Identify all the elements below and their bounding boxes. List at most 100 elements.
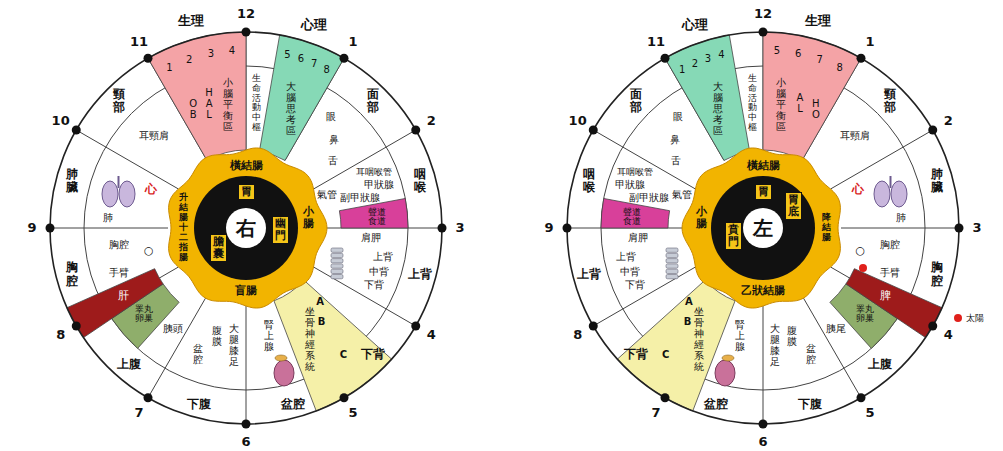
organ-text: 大腿膝足	[229, 323, 239, 367]
organ-text: 胸腔	[109, 239, 129, 251]
zone-cell: 肺	[103, 212, 113, 224]
zone-cell: 副甲狀腺	[629, 192, 669, 204]
region-label: 生理	[178, 14, 204, 29]
heart-label: 心	[145, 183, 157, 197]
band-letters: HAL	[204, 87, 214, 120]
organ-text: 眼	[326, 111, 336, 123]
organ-text: 耳咽喉管	[617, 167, 653, 177]
organ-text: 耳咽喉管	[356, 167, 392, 177]
clock-dot	[759, 420, 768, 429]
intestine-blob: 橫結腸小腸盲腸升結腸十二指腸右胃幽門膽囊	[166, 148, 326, 308]
clock-number: 10	[52, 114, 70, 129]
organ-text: 橫結腸	[747, 160, 780, 173]
zone-band	[665, 35, 750, 161]
organ-text: 小腸	[303, 206, 314, 230]
clock-number: 9	[544, 221, 553, 236]
organ-box: 胃	[238, 184, 255, 201]
clock-number: 3	[972, 221, 981, 236]
organ-text: 乙狀結腸	[741, 285, 785, 298]
zone-cell: 甲狀腺	[364, 179, 394, 191]
zone-cell: 小腦平衡區	[223, 77, 233, 132]
organ-text: 聲道 食道	[367, 208, 386, 227]
zone-cell: 大腦思考區	[713, 81, 723, 136]
clock-dot	[928, 126, 937, 135]
zone-cell: 氣管	[317, 189, 337, 201]
organ-text: 中背	[369, 266, 389, 278]
zone-band	[339, 198, 408, 228]
region-label: 頸部	[884, 88, 896, 114]
zone-cell: 胸腔	[109, 239, 129, 251]
region-label: 下背	[361, 348, 385, 362]
region-label: 頸部	[113, 88, 125, 114]
organ-text: 右	[236, 218, 256, 238]
clock-dot	[72, 126, 81, 135]
clock-dot	[144, 54, 153, 63]
band-number: 2	[692, 58, 698, 70]
band-letters: OB	[188, 98, 198, 120]
organ-text: 肺	[103, 212, 113, 224]
organ-text: 幽門	[275, 218, 286, 242]
sun-label: 太陽	[966, 313, 984, 323]
organ-box: 幽門	[272, 216, 289, 244]
zone-cell: 睪丸 卵巢	[134, 305, 153, 324]
clock-dot	[661, 393, 670, 402]
organ-text: 下背	[625, 279, 645, 291]
region-label: 咽喉	[583, 168, 595, 194]
band-number: 5	[284, 49, 290, 61]
zone-cell: 耳頸肩	[840, 130, 870, 142]
zone-cell: 中背	[369, 266, 389, 278]
clock-number: 8	[56, 328, 65, 343]
red-dot	[859, 264, 867, 272]
vertebra	[666, 259, 678, 263]
zone-band	[67, 269, 163, 338]
region-label: 肺臟	[931, 168, 943, 194]
organ-text: 耳頸肩	[139, 130, 169, 142]
region-label: 上腹	[117, 358, 141, 372]
vertebra	[331, 264, 343, 268]
organ-text: 中背	[620, 266, 640, 278]
clock-dot	[46, 224, 55, 233]
side-circle: 左	[743, 208, 783, 248]
clock-number: 7	[134, 406, 143, 421]
zone-cell: 腹膜	[787, 325, 797, 347]
outer-ring	[50, 32, 442, 424]
zone-cell: 耳咽喉管	[617, 167, 653, 177]
adrenal	[275, 355, 287, 361]
organ-text: 脾	[880, 290, 891, 303]
organ-text: 生命活動中樞	[748, 74, 757, 133]
region-label: 盆腔	[281, 398, 305, 412]
clock-number: 9	[27, 221, 36, 236]
zone-cell: 胸腔	[880, 239, 900, 251]
zone-cell: 舌	[328, 155, 338, 167]
region-label: 下腹	[798, 398, 822, 412]
lung	[891, 181, 907, 207]
band-number: 2	[186, 54, 192, 66]
organ-text: 生命活動中樞	[252, 74, 261, 133]
organ-box: 膽囊	[210, 234, 227, 262]
zone-band	[617, 280, 735, 411]
trachea	[890, 176, 892, 188]
organ-text: 降結腸	[822, 213, 831, 243]
kidney	[274, 360, 294, 386]
clock-dot	[340, 393, 349, 402]
organ-text: 大腿膝足	[770, 323, 780, 367]
organ-text: 盲腸	[235, 285, 257, 298]
clock-dot	[661, 54, 670, 63]
organ-text: 腎上腺	[264, 319, 274, 352]
organ-text: 上背	[373, 251, 393, 263]
organ-text: 副甲狀腺	[340, 192, 380, 204]
zone-cell: 生命活動中樞	[252, 74, 261, 133]
organ-text: 睪丸 卵巢	[134, 305, 153, 324]
organ-text: 甲狀腺	[615, 179, 645, 191]
stomach-ring	[711, 176, 815, 280]
zone-cell: 坐骨神經系統	[694, 306, 704, 372]
clock-dot	[242, 28, 251, 37]
organ-text: 胃底	[788, 194, 799, 218]
clock-dot	[72, 322, 81, 331]
section-letter: A	[316, 296, 324, 308]
organ-text: 上背	[616, 251, 636, 263]
zone-band	[846, 269, 942, 338]
zone-cell: 大腿膝足	[229, 323, 239, 367]
band-number: 8	[836, 62, 842, 74]
